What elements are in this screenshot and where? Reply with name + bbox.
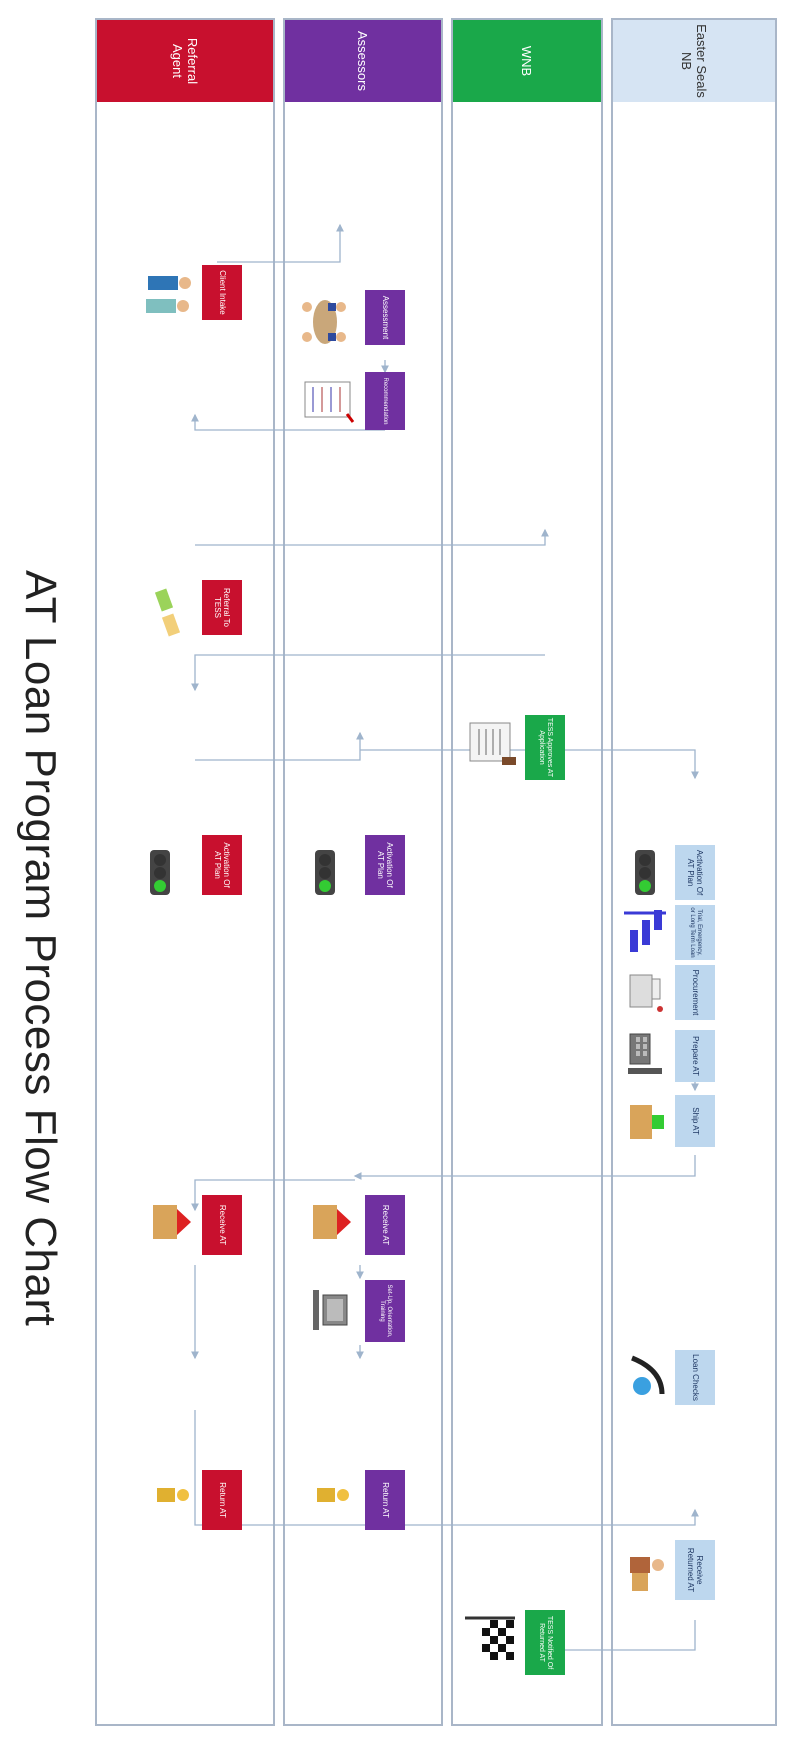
step-return-at-ra: Return AT: [202, 1470, 242, 1530]
people-icon: [146, 276, 191, 313]
step-receive-at-ra: Receive AT: [202, 1195, 242, 1255]
step-recommendation: Recommendation: [365, 372, 405, 430]
step-activation-as: Activation Of AT Plan: [365, 835, 405, 895]
lane-label-assessors: Assessors: [285, 20, 441, 102]
step-client-intake: Client Intake: [202, 265, 242, 320]
tools-keyboard-icon: [628, 1033, 662, 1074]
lane-label-easter-seals: Easter Seals NB: [613, 20, 775, 102]
lane-label-referral-agent: Referral Agent: [97, 20, 273, 102]
cash-register-icon: [629, 974, 663, 1012]
step-activation-es: Activation Of AT Plan: [675, 845, 715, 900]
traffic-light-icon: [315, 850, 335, 895]
computer-icon: [313, 1290, 348, 1330]
step-procurement: Procurement: [675, 965, 715, 1020]
telephone-icon: [631, 1355, 665, 1395]
step-activation-ra: Activation Of AT Plan: [202, 835, 242, 895]
handshake-icon: [154, 588, 181, 637]
step-set-up: Set-Up, Orientation, Training: [365, 1280, 405, 1342]
step-prepare-at: Prepare AT: [675, 1030, 715, 1082]
meeting-icon: [302, 300, 346, 344]
box-icon: [153, 1205, 191, 1239]
step-tess-notified: TESS Notified Of Returned AT: [525, 1610, 565, 1675]
checkered-flag-icon: [465, 1616, 515, 1660]
step-ship-at: Ship AT: [675, 1095, 715, 1147]
step-assessment: Assessment: [365, 290, 405, 345]
chart-title: AT Loan Program Process Flow Chart: [16, 570, 65, 1327]
delivery-person-icon: [317, 1488, 349, 1502]
lane-wnb: WNB: [451, 18, 603, 1726]
step-trial-loan: Trial, Emergency, or Long Term Loan: [675, 905, 715, 960]
gantt-icon: [624, 910, 666, 952]
step-referral-to-tess: Referral To TESS: [202, 580, 242, 635]
step-receive-returned: Receive Returned AT: [675, 1540, 715, 1600]
traffic-light-icon: [150, 850, 170, 895]
box-icon: [313, 1205, 351, 1239]
step-loan-checks: Loan Checks: [675, 1350, 715, 1405]
traffic-light-icon: [635, 850, 655, 895]
step-tess-approves: TESS Approves AT Application: [525, 715, 565, 780]
box-icon: [630, 1105, 664, 1139]
delivery-person-icon: [157, 1488, 189, 1502]
step-return-at-as: Return AT: [365, 1470, 405, 1530]
delivery-person-icon: [630, 1557, 664, 1591]
document-stamp-icon: [469, 722, 516, 765]
lane-label-wnb: WNB: [453, 20, 601, 102]
clipboard-icon: [304, 381, 355, 423]
step-receive-at-as: Receive AT: [365, 1195, 405, 1255]
